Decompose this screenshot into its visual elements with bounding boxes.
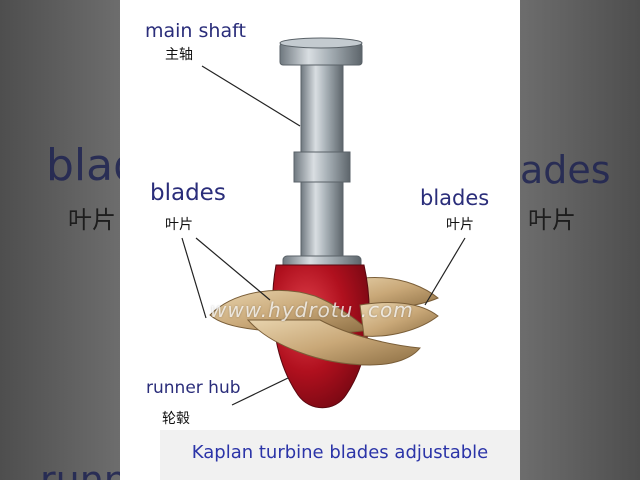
label-blades-left: blades <box>150 180 226 206</box>
blurred-background-left: blad 叶片 runner <box>0 0 120 480</box>
leader-blades-right <box>424 237 466 306</box>
label-runner-hub: runner hub <box>146 378 241 398</box>
leader-main-shaft <box>201 65 301 127</box>
leader-runner-hub <box>231 377 289 406</box>
blurred-text-blades-right: ades <box>520 148 611 192</box>
blade-lower <box>246 319 421 366</box>
top-flange <box>279 37 363 66</box>
diagram-panel: www.hydrotu .com main shaft 主轴 blades 叶片… <box>120 0 520 480</box>
label-blades-right: blades <box>420 186 490 210</box>
watermark: www.hydrotu .com <box>210 298 414 322</box>
caption-bar: Kaplan turbine blades adjustable <box>160 430 520 480</box>
caption-text: Kaplan turbine blades adjustable <box>191 442 489 463</box>
blurred-text-blades-zh: 叶片 <box>68 206 116 234</box>
label-blades-right-zh: 叶片 <box>446 217 474 233</box>
label-runner-hub-zh: 轮毂 <box>162 411 190 427</box>
label-main-shaft-zh: 主轴 <box>165 47 193 63</box>
leader-blades-left-b <box>195 237 271 301</box>
blurred-text-blades-right-zh: 叶片 <box>528 206 576 234</box>
turbine-illustration <box>181 37 466 409</box>
blurred-text-runner: runner <box>40 458 120 480</box>
leader-lines <box>181 65 466 406</box>
blurred-background-right: ades 叶片 <box>520 0 640 480</box>
shaft-coupling <box>293 151 351 183</box>
label-blades-left-zh: 叶片 <box>165 217 193 233</box>
blade-right <box>359 302 439 337</box>
blurred-text-blades: blad <box>46 140 120 191</box>
leader-blades-left-a <box>181 237 207 319</box>
label-main-shaft: main shaft <box>145 20 246 42</box>
